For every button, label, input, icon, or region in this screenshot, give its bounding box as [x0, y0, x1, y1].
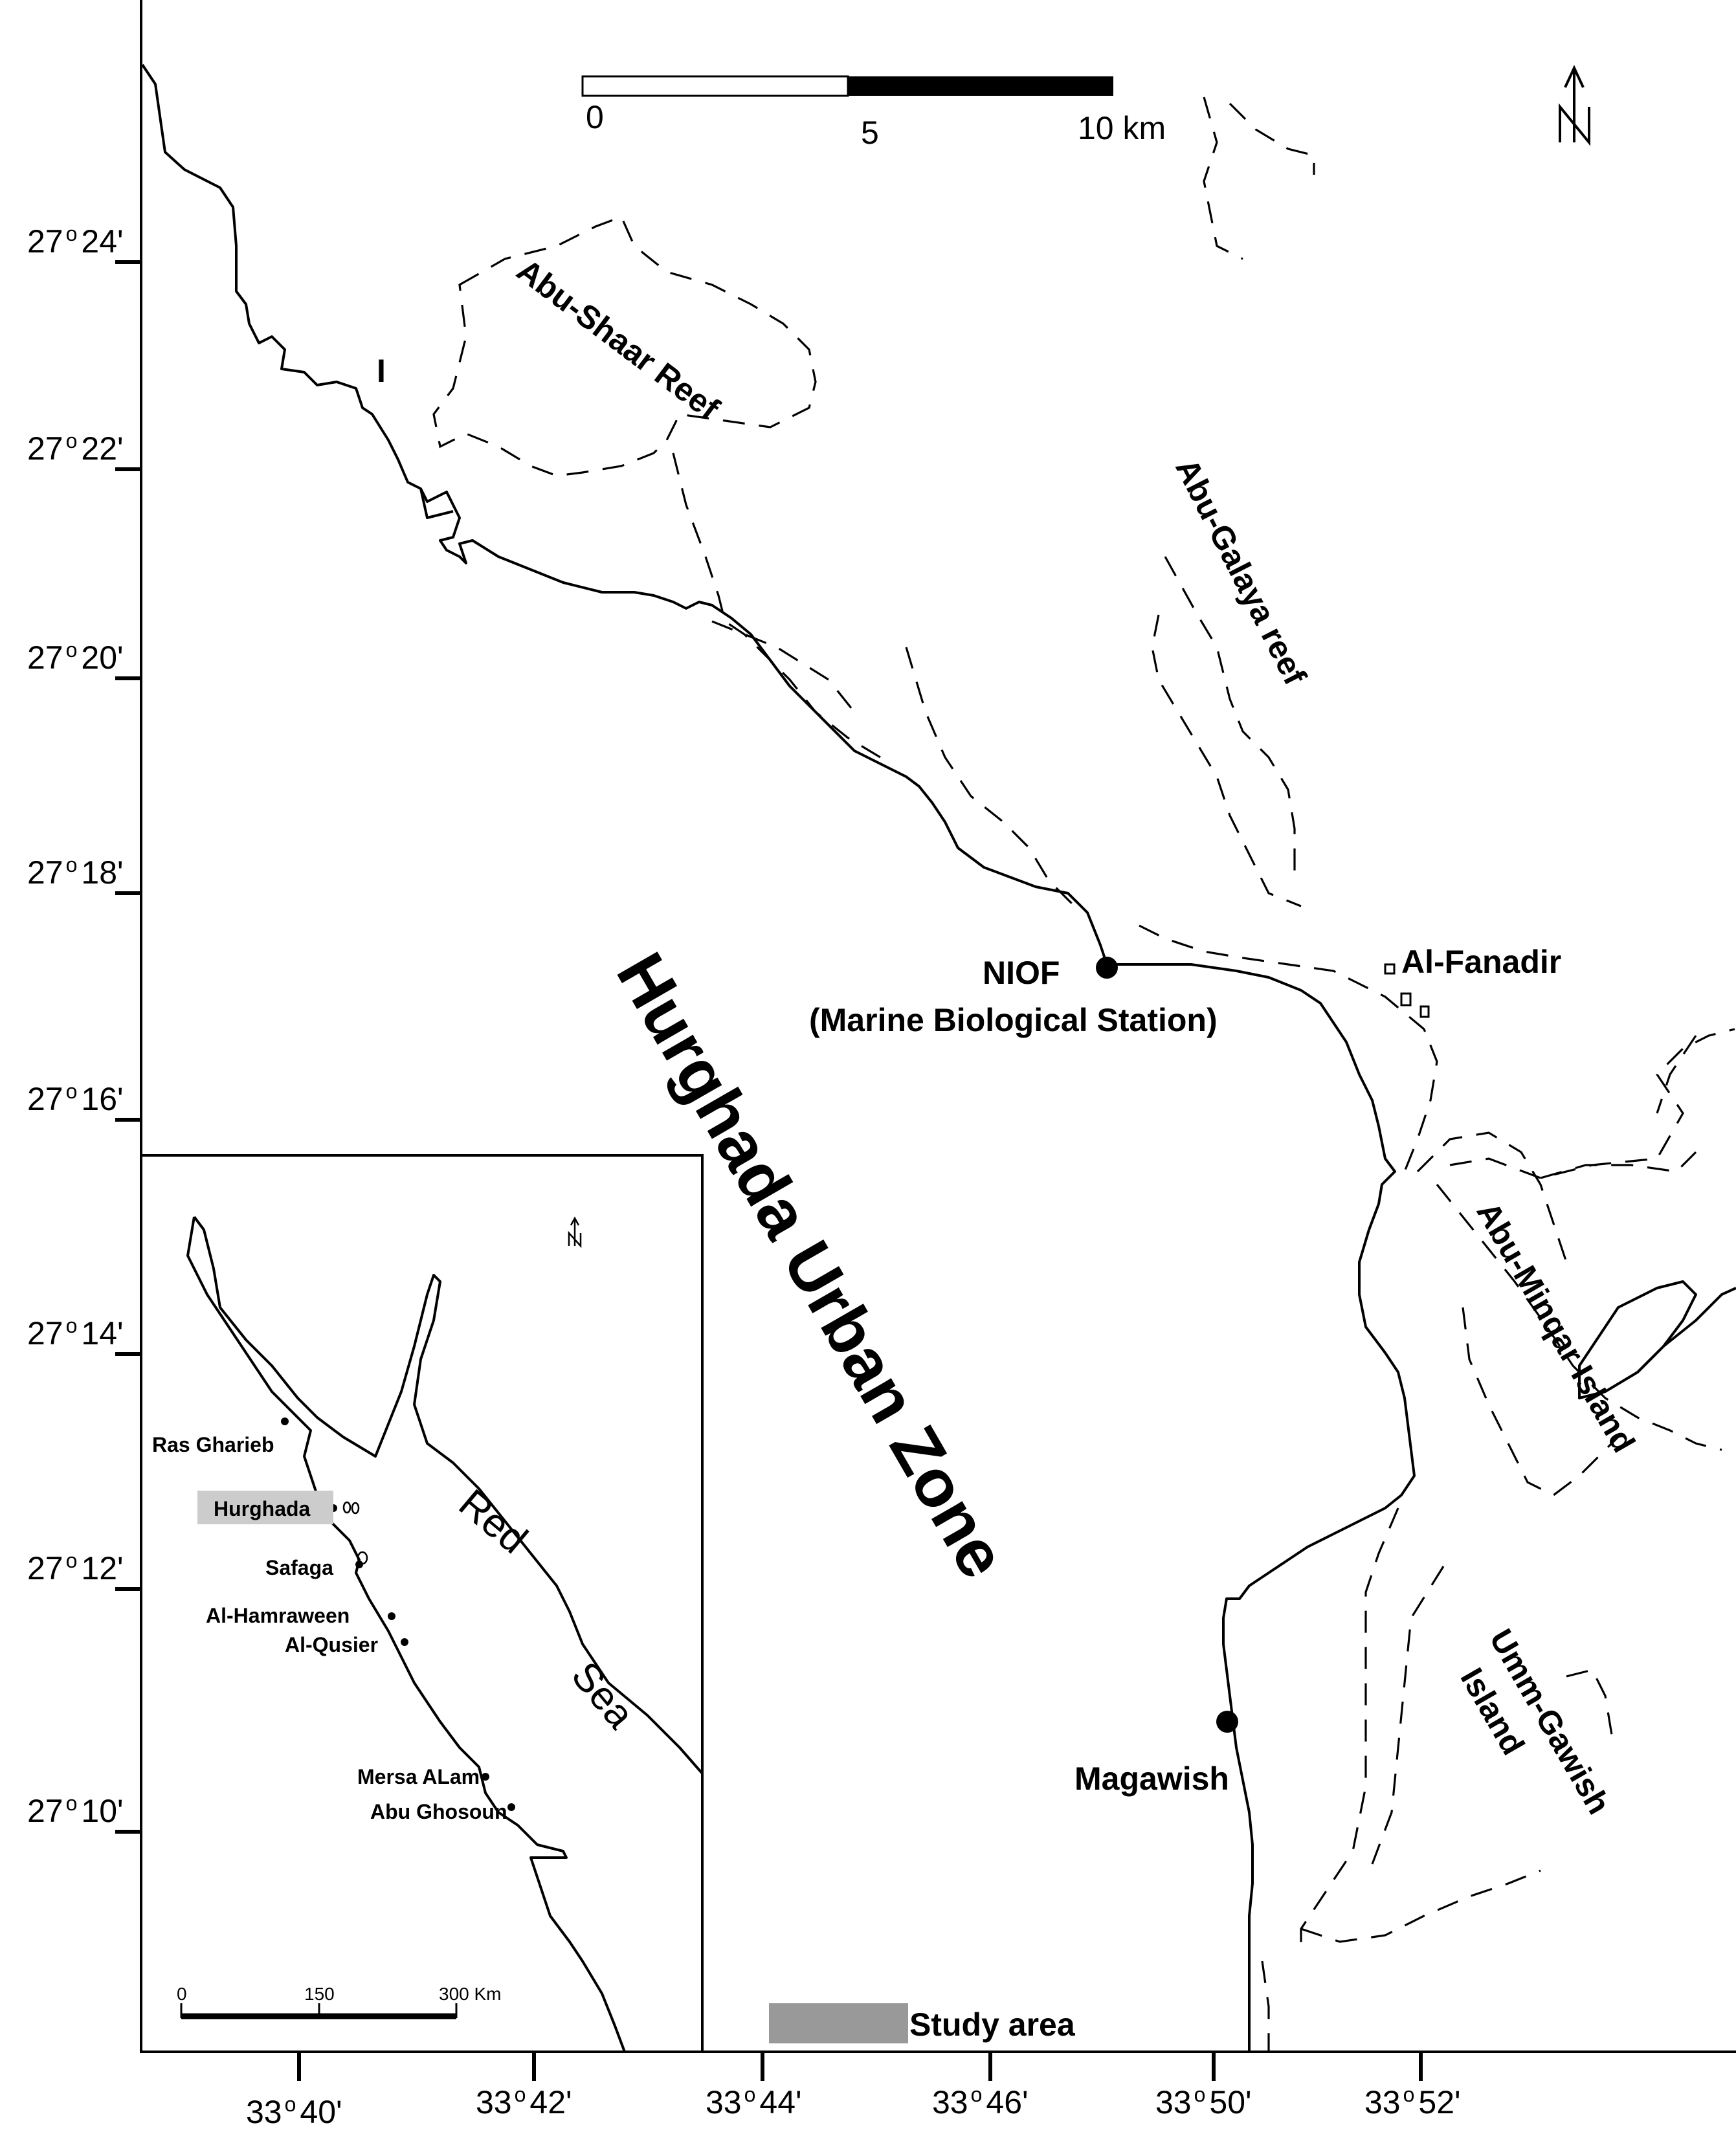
- scale-tick-5: 5: [861, 115, 879, 151]
- inset-scale-bar: 0 150 300 Km: [177, 1984, 502, 2019]
- inset-al-qusier-label: Al-Qusier: [285, 1633, 378, 1656]
- reef-outlines: [432, 96, 1735, 2052]
- magawish-label: Magawish: [1074, 1761, 1229, 1797]
- inset-mersa-alam-label: Mersa ALam: [357, 1765, 480, 1788]
- coastline: [141, 63, 1416, 2052]
- fanadir-islets: [1384, 963, 1430, 1018]
- lat-deg: 27: [27, 223, 63, 260]
- inset-map: Ras Gharieb Hurghada Safaga Al-Hamraween…: [140, 1154, 704, 2053]
- coast-inlet: [419, 488, 454, 519]
- inset-scale-tick-300: 300 Km: [439, 1984, 502, 2004]
- scale-tick-0: 0: [586, 99, 604, 135]
- point-i-label: I: [377, 353, 386, 389]
- abu-shaar-reef-label: Abu-Shaar Reef: [510, 252, 726, 427]
- inset-scale-tick-150: 150: [304, 1984, 335, 2004]
- inset-hurghada-highlight: [197, 1491, 333, 1524]
- inset-coastline-sinai-west: [193, 1216, 704, 1775]
- inset-coastline-west: [186, 1216, 626, 2052]
- inset-al-hamraween-label: Al-Hamraween: [206, 1604, 350, 1627]
- scale-tick-10: 10 km: [1078, 110, 1166, 146]
- inset-hurghada-label: Hurghada: [214, 1497, 311, 1520]
- al-fanadir-label: Al-Fanadir: [1401, 944, 1561, 980]
- inset-islets: [342, 1501, 368, 1565]
- niof-label: NIOF: [983, 955, 1060, 991]
- study-area-label: Study area: [909, 2006, 1076, 2043]
- magawish-marker: [1216, 1711, 1238, 1733]
- inset-ras-gharieb-label: Ras Gharieb: [152, 1433, 274, 1456]
- inset-scale-tick-0: 0: [177, 1984, 187, 2004]
- abu-minqar-island-shape: [1578, 1280, 1697, 1399]
- inset-north-arrow-icon: [568, 1216, 582, 1249]
- abu-galaya-reef-label: Abu-Galaya reef: [1168, 453, 1313, 691]
- lat-min: 24': [81, 223, 123, 260]
- north-arrow-icon: [1559, 65, 1590, 146]
- legend: Study area: [769, 2003, 1076, 2043]
- inset-safaga-label: Safaga: [265, 1556, 333, 1579]
- inset-abu-ghosoun-label: Abu Ghosoun: [370, 1800, 507, 1823]
- niof-subtitle-label: (Marine Biological Station): [809, 1002, 1218, 1038]
- niof-station-marker: [1096, 957, 1118, 979]
- scale-bar: 0 5 10 km: [581, 75, 1166, 151]
- abu-minqar-island-tail: [1636, 1287, 1736, 1373]
- study-area-swatch: [769, 2003, 908, 2043]
